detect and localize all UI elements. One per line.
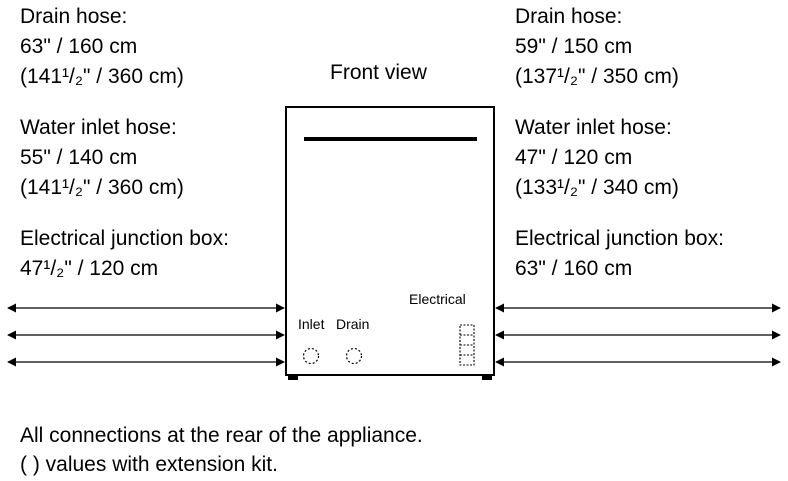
left-electrical-junction-box-value: 47¹/₂" / 120 cm [20,257,159,280]
electrical-label: Electrical [409,291,466,307]
left-water-inlet-hose-value: 55" / 140 cm [20,146,138,169]
left-water-inlet-hose-label: Water inlet hose: [20,116,177,139]
right-water-inlet-hose-value: 47" / 120 cm [515,146,633,169]
right-drain-hose-value: 59" / 150 cm [515,35,633,58]
inlet-label: Inlet [298,316,325,332]
foot-left [288,375,298,380]
appliance-outline [285,106,495,376]
right-electrical-junction-box-value: 63" / 160 cm [515,257,633,280]
left-water-inlet-hose-extended: (141¹/₂" / 360 cm) [20,176,184,199]
left-drain-hose-extended: (141¹/₂" / 360 cm) [20,65,184,88]
right-water-inlet-hose-extended: (133¹/₂" / 340 cm) [515,176,679,199]
right-drain-hose-extended: (137¹/₂" / 350 cm) [515,65,679,88]
left-electrical-junction-box-label: Electrical junction box: [20,227,229,250]
left-drain-hose-label: Drain hose: [20,5,128,28]
drain-label: Drain [336,316,370,332]
front-view-title: Front view [330,61,427,84]
foot-right [482,375,492,380]
left-drain-hose-value: 63" / 160 cm [20,35,138,58]
note-rear-connections: All connections at the rear of the appli… [20,424,423,447]
right-drain-hose-label: Drain hose: [515,5,623,28]
drain-connection-icon [345,347,363,365]
electrical-connection-icon [459,324,475,366]
note-extension-kit: ( ) values with extension kit. [20,453,278,476]
right-water-inlet-hose-label: Water inlet hose: [515,116,672,139]
right-electrical-junction-box-label: Electrical junction box: [515,227,724,250]
inlet-connection-icon [302,347,320,365]
